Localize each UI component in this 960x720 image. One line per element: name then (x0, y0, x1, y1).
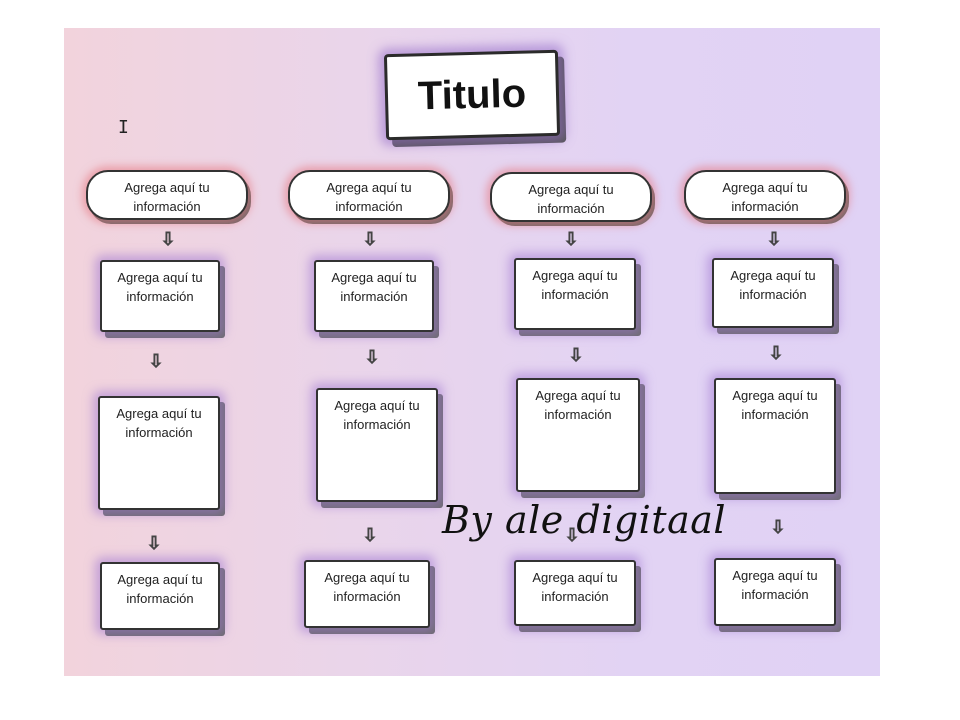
down-arrow-icon: ⇩ (768, 343, 784, 364)
node-line-2: información (541, 589, 609, 604)
node-line-2: información (537, 201, 605, 216)
node-line-2: información (739, 287, 807, 302)
title-box: Titulo (383, 49, 561, 141)
down-arrow-icon: ⇩ (160, 229, 176, 250)
node-line-1: Agrega aquí tu (331, 270, 417, 285)
column-2-node-3: Agrega aquí tu información (316, 388, 438, 502)
column-3-header-node: Agrega aquí tu información (490, 172, 652, 222)
node-line-2: información (741, 587, 809, 602)
node-line-2: información (125, 425, 193, 440)
node-line-1: Agrega aquí tu (732, 388, 818, 403)
node-line-2: información (133, 199, 201, 214)
down-arrow-icon: ⇩ (148, 351, 164, 372)
watermark-signature: By ale digitaal (442, 498, 727, 542)
node-line-1: Agrega aquí tu (730, 268, 816, 283)
node-line-1: Agrega aquí tu (528, 182, 614, 197)
node-line-1: Agrega aquí tu (324, 570, 410, 585)
down-arrow-icon: ⇩ (563, 229, 579, 250)
node-line-1: Agrega aquí tu (532, 268, 618, 283)
node-line-2: información (126, 289, 194, 304)
column-2-header-node: Agrega aquí tu información (288, 170, 450, 220)
column-1-node-4: Agrega aquí tu información (100, 562, 220, 630)
down-arrow-icon: ⇩ (568, 345, 584, 366)
node-line-1: Agrega aquí tu (732, 568, 818, 583)
column-3-node-4: Agrega aquí tu información (514, 560, 636, 626)
down-arrow-icon: ⇩ (362, 525, 378, 546)
title-text: Titulo (417, 71, 527, 118)
node-line-1: Agrega aquí tu (334, 398, 420, 413)
column-1-node-3: Agrega aquí tu información (98, 396, 220, 510)
text-cursor-mark: I (118, 117, 129, 138)
down-arrow-icon: ⇩ (146, 533, 162, 554)
column-3-node-2: Agrega aquí tu información (514, 258, 636, 330)
node-line-1: Agrega aquí tu (722, 180, 808, 195)
node-line-2: información (541, 287, 609, 302)
column-2-node-2: Agrega aquí tu información (314, 260, 434, 332)
node-line-1: Agrega aquí tu (326, 180, 412, 195)
column-4-node-4: Agrega aquí tu información (714, 558, 836, 626)
down-arrow-icon: ⇩ (362, 229, 378, 250)
node-line-1: Agrega aquí tu (532, 570, 618, 585)
node-line-2: información (333, 589, 401, 604)
down-arrow-icon: ⇩ (564, 525, 580, 546)
down-arrow-icon: ⇩ (766, 229, 782, 250)
node-line-2: información (126, 591, 194, 606)
column-2-node-4: Agrega aquí tu información (304, 560, 430, 628)
node-line-2: información (340, 289, 408, 304)
column-1-header-node: Agrega aquí tu información (86, 170, 248, 220)
node-line-1: Agrega aquí tu (117, 270, 203, 285)
column-4-node-2: Agrega aquí tu información (712, 258, 834, 328)
node-line-1: Agrega aquí tu (124, 180, 210, 195)
column-4-node-3: Agrega aquí tu información (714, 378, 836, 494)
down-arrow-icon: ⇩ (364, 347, 380, 368)
column-3-node-3: Agrega aquí tu información (516, 378, 640, 492)
node-line-2: información (731, 199, 799, 214)
column-4-header-node: Agrega aquí tu información (684, 170, 846, 220)
node-line-2: información (343, 417, 411, 432)
node-line-1: Agrega aquí tu (535, 388, 621, 403)
down-arrow-icon: ⇩ (770, 517, 786, 538)
node-line-2: información (741, 407, 809, 422)
node-line-2: información (335, 199, 403, 214)
column-1-node-2: Agrega aquí tu información (100, 260, 220, 332)
node-line-1: Agrega aquí tu (116, 406, 202, 421)
node-line-1: Agrega aquí tu (117, 572, 203, 587)
node-line-2: información (544, 407, 612, 422)
